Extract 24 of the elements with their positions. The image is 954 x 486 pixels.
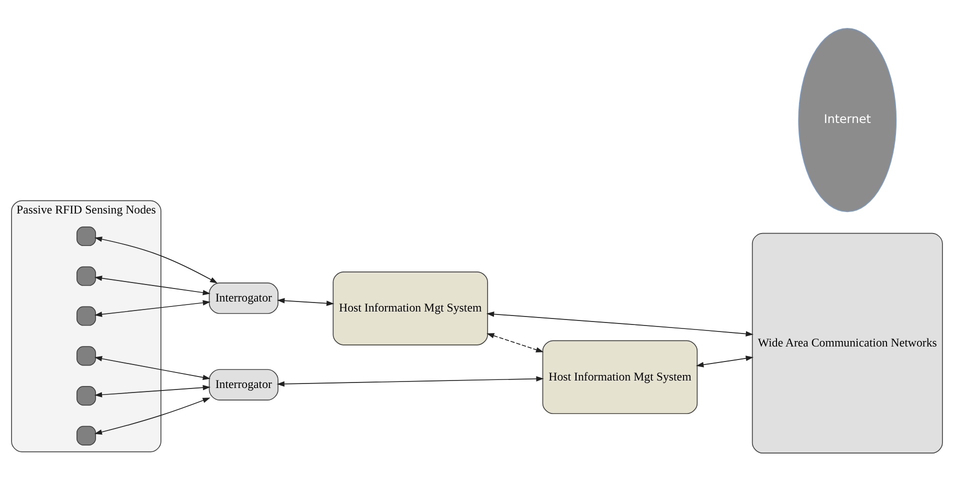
- arrow: [277, 298, 334, 306]
- node-box: [76, 226, 96, 246]
- arrow: [276, 376, 544, 386]
- node-box: Host Information Mgt System: [542, 340, 698, 414]
- arrow: [94, 356, 210, 380]
- node-box: [76, 386, 96, 406]
- arrow: [94, 275, 210, 295]
- node-box: [76, 306, 96, 326]
- node-box: [76, 346, 96, 366]
- node-ellipse: Internet: [798, 27, 897, 212]
- node-box: Interrogator: [208, 368, 278, 400]
- arrow: [486, 311, 754, 336]
- node-box: [76, 425, 96, 445]
- arrow: [94, 384, 210, 397]
- arrow: [486, 332, 544, 352]
- node-box: [76, 266, 96, 286]
- node-box: Wide Area Communication Networks: [752, 232, 943, 454]
- arrow: [94, 236, 218, 283]
- arrow: [696, 355, 754, 367]
- cluster: Passive RFID Sensing Nodes: [11, 200, 162, 452]
- node-box: Interrogator: [208, 282, 278, 314]
- arrow: [94, 300, 210, 316]
- arrow: [94, 397, 210, 434]
- node-box: Host Information Mgt System: [332, 271, 488, 345]
